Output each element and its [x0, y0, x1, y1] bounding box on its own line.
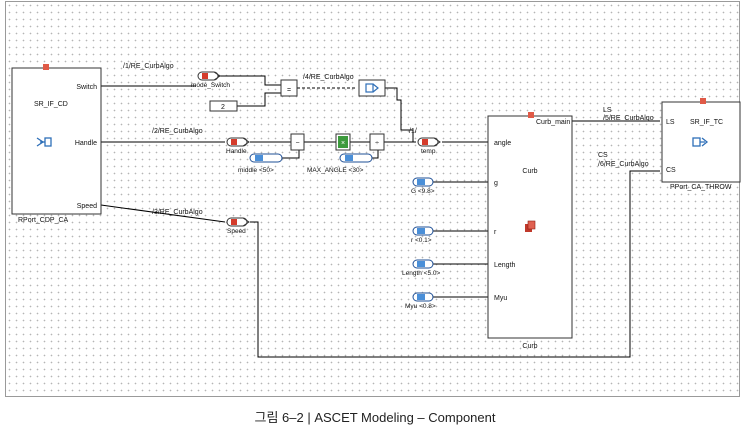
constant-two-value: 2 [221, 104, 225, 111]
seq-label-1b: /1/ [409, 128, 417, 135]
message-temp-label: temp [421, 148, 436, 155]
port-ls-label: LS [666, 119, 675, 126]
required-port-icon [36, 137, 52, 147]
constant-myu-label: Myu <0.8> [405, 303, 436, 310]
port-switch-label: Switch [76, 84, 97, 91]
constant-myu[interactable]: Myu <0.8> [405, 292, 436, 310]
block-sr-if-cd-body [11, 67, 102, 215]
constant-length[interactable]: Length <5.0> [402, 259, 441, 277]
message-mode-switch[interactable]: mode_Switch [191, 71, 230, 89]
operator-eq-symbol: = [287, 87, 291, 94]
message-handle-label: Handle [226, 148, 247, 155]
provided-port-icon [692, 137, 709, 147]
constant-r-label: r <0.1> [411, 237, 432, 244]
constant-max-angle-label: MAX_ANGLE <30> [307, 167, 364, 174]
seq-label-4: /4/RE_CurbAlgo [303, 74, 354, 81]
curb-input-length: Length [494, 262, 516, 269]
curb-input-angle: angle [494, 140, 511, 147]
constant-middle[interactable]: middle <50> [238, 153, 283, 174]
message-mode-switch-label: mode_Switch [191, 82, 230, 89]
block-sr-if-cd-name: SR_IF_CD [34, 101, 68, 108]
curb-input-g: g [494, 180, 498, 187]
seq-label-6: /6/RE_CurbAlgo [598, 161, 649, 168]
block-curb-footer: Curb [522, 343, 537, 350]
port-cs-label: CS [666, 167, 676, 174]
block-curb-name: Curb [522, 168, 537, 175]
operator-mul-symbol: × [341, 140, 345, 147]
constant-middle-label: middle <50> [238, 167, 274, 174]
constant-max-angle[interactable]: MAX_ANGLE <30> [307, 153, 373, 174]
seq-label-5: /5/RE_CurbAlgo [603, 115, 654, 122]
port-speed-label: Speed [77, 203, 97, 210]
block-sr-if-cd-footer: RPort_CDP_CA [18, 217, 69, 224]
seq-label-3: /3/RE_CurbAlgo [152, 209, 203, 216]
class-icon [525, 220, 536, 232]
constant-two[interactable]: 2 [209, 100, 238, 112]
message-speed[interactable]: Speed [226, 217, 250, 235]
operator-eq[interactable]: = [280, 79, 298, 97]
block-sr-if-cd[interactable]: SR_IF_CD Switch Handle Speed RPort_CDP_C… [11, 64, 102, 224]
block-curb[interactable]: Curb_main angle g r Length Myu Curb Curb [487, 112, 573, 350]
wire-const2-to-eq [237, 92, 281, 107]
block-sr-if-tc-footer: PPort_CA_THROW [670, 184, 732, 191]
constant-r[interactable]: r <0.1> [411, 226, 434, 244]
block-pin [700, 98, 706, 104]
curb-input-r: r [494, 229, 497, 236]
message-speed-label: Speed [227, 228, 246, 235]
operator-minus-symbol: − [295, 140, 299, 147]
wire-speed-to-cs [250, 170, 660, 358]
wires [100, 75, 660, 358]
if-then-block[interactable] [358, 79, 386, 97]
figure-caption: 그림 6–2 | ASCET Modeling – Component [254, 410, 496, 425]
constant-g-label: G <9.8> [411, 188, 435, 195]
message-handle[interactable]: Handle [226, 137, 250, 155]
operator-minus[interactable]: − [290, 133, 305, 151]
block-pin [528, 112, 534, 118]
wire-maxangle-to-div [372, 150, 379, 159]
if-then-icon [365, 83, 379, 93]
wire-speed-to-msg [100, 204, 226, 223]
curb-input-myu: Myu [494, 295, 507, 302]
block-sr-if-tc[interactable]: LS CS SR_IF_TC PPort_CA_THROW [661, 98, 741, 191]
operator-mul[interactable]: × [335, 133, 351, 151]
constant-length-label: Length <5.0> [402, 270, 441, 277]
block-pin [43, 64, 49, 70]
wire-if-to-temp [385, 87, 414, 142]
message-temp[interactable]: temp [417, 137, 441, 155]
operator-div[interactable]: ÷ [369, 133, 385, 151]
seq-cs-name: CS [598, 152, 608, 159]
block-sr-if-tc-name: SR_IF_TC [690, 119, 723, 126]
port-handle-label: Handle [75, 140, 97, 147]
block-curb-instance: Curb_main [536, 119, 570, 126]
seq-label-2: /2/RE_CurbAlgo [152, 128, 203, 135]
operator-div-symbol: ÷ [375, 140, 379, 147]
seq-label-1: /1/RE_CurbAlgo [123, 63, 174, 70]
seq-ls-name: LS [603, 107, 612, 114]
wire-middle-to-minus [282, 150, 300, 159]
diagram-canvas [5, 1, 740, 397]
wire-mode-switch-to-eq [218, 75, 281, 86]
constant-g[interactable]: G <9.8> [411, 177, 435, 195]
